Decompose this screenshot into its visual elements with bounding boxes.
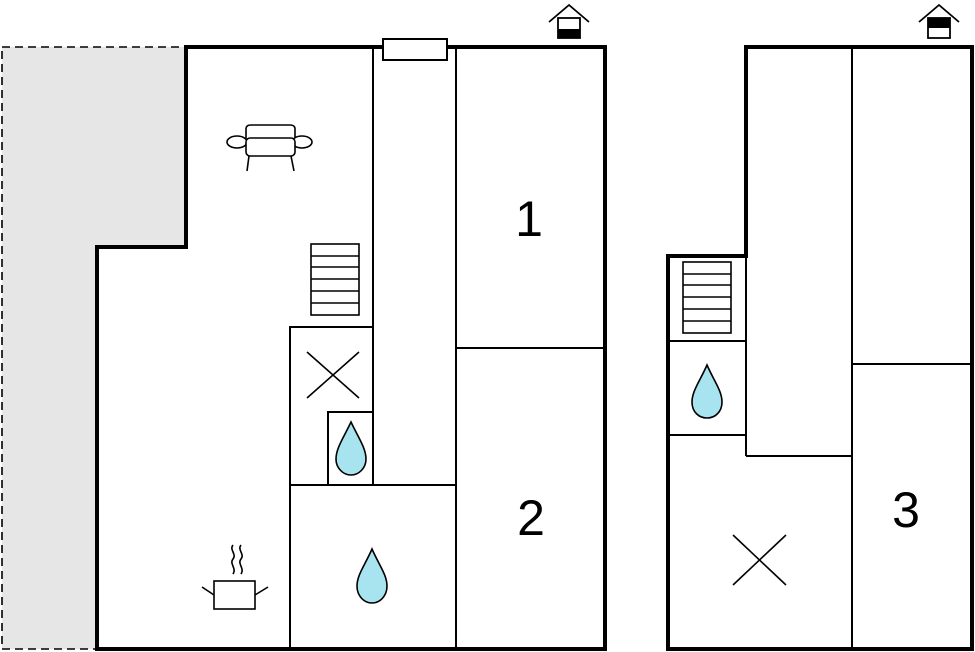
terrace-area [1, 46, 187, 650]
floor-right: 3 [666, 3, 974, 651]
toilet-icon [306, 351, 360, 399]
shower-drop-icon [691, 363, 723, 419]
house-entrance-icon [548, 3, 590, 39]
cooking-pot-icon [201, 544, 269, 610]
room-number-1: 1 [515, 191, 543, 247]
room-number-2: 2 [517, 490, 545, 546]
bathroom-drop-icon [356, 547, 388, 604]
toilet-icon [732, 534, 787, 586]
stairs-icon [682, 261, 732, 334]
window [382, 38, 448, 61]
sofa-icon [226, 124, 313, 172]
outer-wall-right [666, 45, 974, 651]
house-entrance-icon [918, 3, 960, 39]
shower-drop-icon [335, 420, 367, 476]
stairs-icon [310, 243, 360, 316]
outer-wall-left [95, 45, 607, 651]
bathroom [289, 484, 457, 649]
room-number-3: 3 [892, 482, 920, 538]
floor-left: 1 2 [1, 3, 607, 651]
